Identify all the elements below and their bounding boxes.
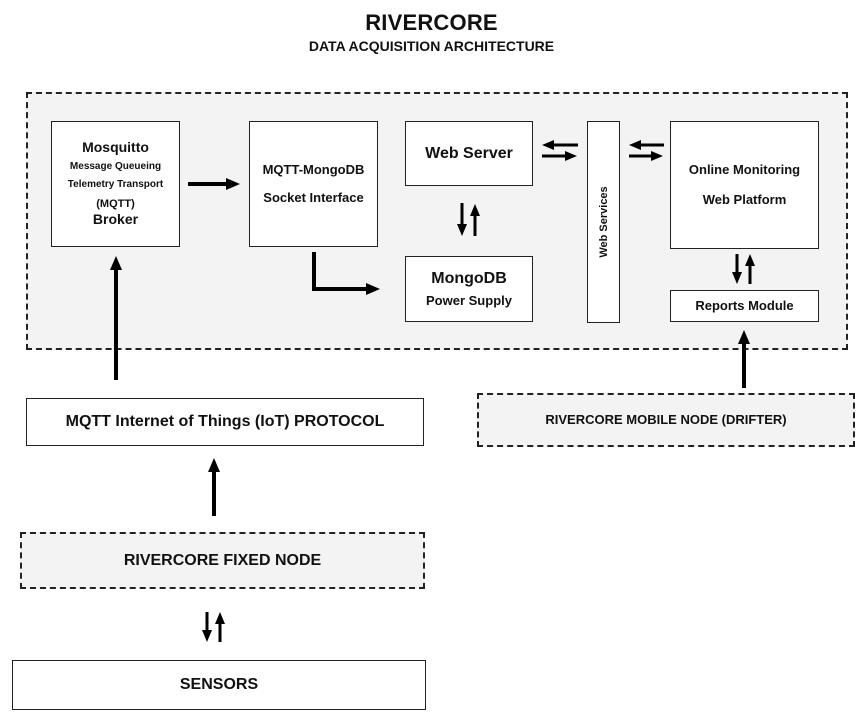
mosquitto-desc-1: Message Queueing bbox=[69, 160, 162, 172]
sensors-label: SENSORS bbox=[179, 676, 259, 693]
mongodb-sublabel: Power Supply bbox=[426, 292, 512, 308]
fixed-node-box: RIVERCORE FIXED NODE bbox=[20, 532, 425, 589]
platform-label-2: Web Platform bbox=[702, 192, 787, 207]
arrow-protocol-to-broker bbox=[110, 256, 122, 380]
mosquitto-label: Mosquitto bbox=[82, 139, 149, 156]
diagram-subtitle: DATA ACQUISITION ARCHITECTURE bbox=[308, 38, 555, 54]
arrows-webservices-platform bbox=[629, 140, 664, 161]
reports-module-box: Reports Module bbox=[670, 290, 819, 322]
mobile-node-label: RIVERCORE MOBILE NODE (DRIFTER) bbox=[545, 411, 787, 427]
fixed-node-label: RIVERCORE FIXED NODE bbox=[123, 551, 322, 569]
web-services-box: Web Services bbox=[587, 121, 620, 323]
socket-interface-box: MQTT-MongoDB Socket Interface bbox=[249, 121, 378, 247]
arrow-mobile-to-reports bbox=[738, 330, 750, 388]
mosquitto-desc-2: Telemetry Transport bbox=[67, 179, 164, 191]
arrows-platform-reports bbox=[732, 254, 755, 284]
mobile-node-box: RIVERCORE MOBILE NODE (DRIFTER) bbox=[477, 393, 855, 447]
arrow-broker-to-socket bbox=[188, 178, 240, 190]
diagram-title: RIVERCORE bbox=[365, 10, 498, 35]
web-platform-box: Online Monitoring Web Platform bbox=[670, 121, 819, 249]
socket-label-2: Socket Interface bbox=[263, 190, 364, 205]
mosquitto-desc-4: Broker bbox=[92, 211, 139, 228]
arrow-socket-to-mongodb bbox=[312, 252, 380, 295]
arrow-fixednode-to-protocol bbox=[208, 458, 220, 516]
reports-label: Reports Module bbox=[695, 297, 794, 313]
arrows-fixednode-sensors bbox=[202, 612, 225, 642]
web-server-label: Web Server bbox=[425, 144, 513, 162]
mqtt-protocol-label: MQTT Internet of Things (IoT) PROTOCOL bbox=[65, 413, 385, 430]
mongodb-box: MongoDB Power Supply bbox=[405, 256, 533, 322]
mosquitto-broker-box: Mosquitto Message Queueing Telemetry Tra… bbox=[51, 121, 180, 247]
mqtt-protocol-box: MQTT Internet of Things (IoT) PROTOCOL bbox=[26, 398, 424, 446]
mosquitto-desc-3: (MQTT) bbox=[96, 197, 135, 210]
platform-label-1: Online Monitoring bbox=[688, 161, 801, 177]
mongodb-label: MongoDB bbox=[431, 269, 507, 287]
web-server-box: Web Server bbox=[405, 121, 533, 186]
arrows-webserver-webservices bbox=[542, 140, 578, 161]
socket-label-1: MQTT-MongoDB bbox=[262, 161, 365, 177]
sensors-box: SENSORS bbox=[12, 660, 426, 710]
arrows-webserver-mongodb bbox=[457, 203, 480, 236]
